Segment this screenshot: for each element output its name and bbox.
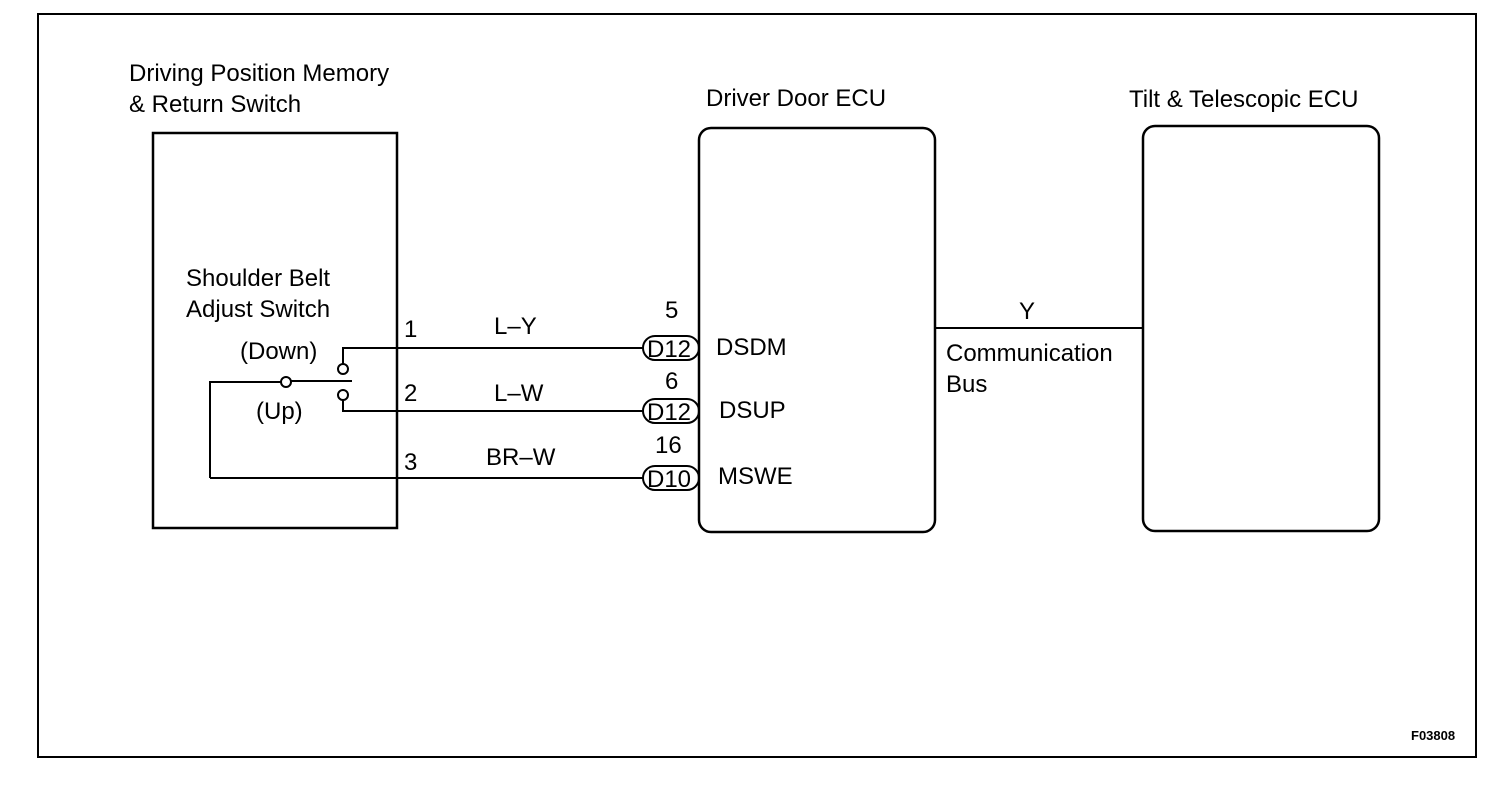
figure-frame (37, 13, 1477, 758)
connector-label-2: D12 (647, 399, 691, 426)
switch-unit-title-line2: & Return Switch (129, 91, 301, 118)
switch-position-up: (Up) (256, 398, 303, 425)
switch-unit-box (151, 131, 399, 530)
bus-wire-color: Y (1019, 298, 1035, 325)
down-contact (337, 363, 349, 375)
pin-left-1: 1 (404, 316, 417, 343)
wire-color-2: L–W (494, 380, 544, 407)
shoulder-belt-label-line1: Shoulder Belt (186, 265, 330, 292)
pin-right-3: 16 (655, 432, 682, 459)
terminal-mswe: MSWE (718, 463, 793, 490)
connector-label-3: D10 (647, 466, 691, 493)
switch-position-down: (Down) (240, 338, 317, 365)
switch-unit-title-line1: Driving Position Memory (129, 60, 389, 87)
switch-pivot-contact (280, 376, 292, 388)
driver-door-ecu-box (697, 126, 937, 534)
wire-1 (342, 347, 643, 364)
wire-2 (342, 400, 643, 412)
pin-right-2: 6 (665, 368, 678, 395)
figure-code: F03808 (1411, 728, 1455, 743)
terminal-dsdm: DSDM (716, 334, 787, 361)
up-contact (337, 389, 349, 401)
connector-label-1: D12 (647, 336, 691, 363)
pin-right-1: 5 (665, 297, 678, 324)
pin-left-3: 3 (404, 449, 417, 476)
terminal-dsup: DSUP (719, 397, 786, 424)
shoulder-belt-switch (209, 363, 352, 478)
wire-color-3: BR–W (486, 444, 556, 471)
common-wire (209, 381, 281, 478)
wire-color-1: L–Y (494, 313, 537, 340)
driver-door-ecu-title: Driver Door ECU (706, 85, 886, 112)
tilt-ecu-box (1141, 124, 1381, 533)
shoulder-belt-label-line2: Adjust Switch (186, 296, 330, 323)
pin-left-2: 2 (404, 380, 417, 407)
tilt-ecu-title: Tilt & Telescopic ECU (1129, 86, 1358, 113)
bus-label-line2: Bus (946, 371, 987, 398)
bus-label-line1: Communication (946, 340, 1113, 367)
